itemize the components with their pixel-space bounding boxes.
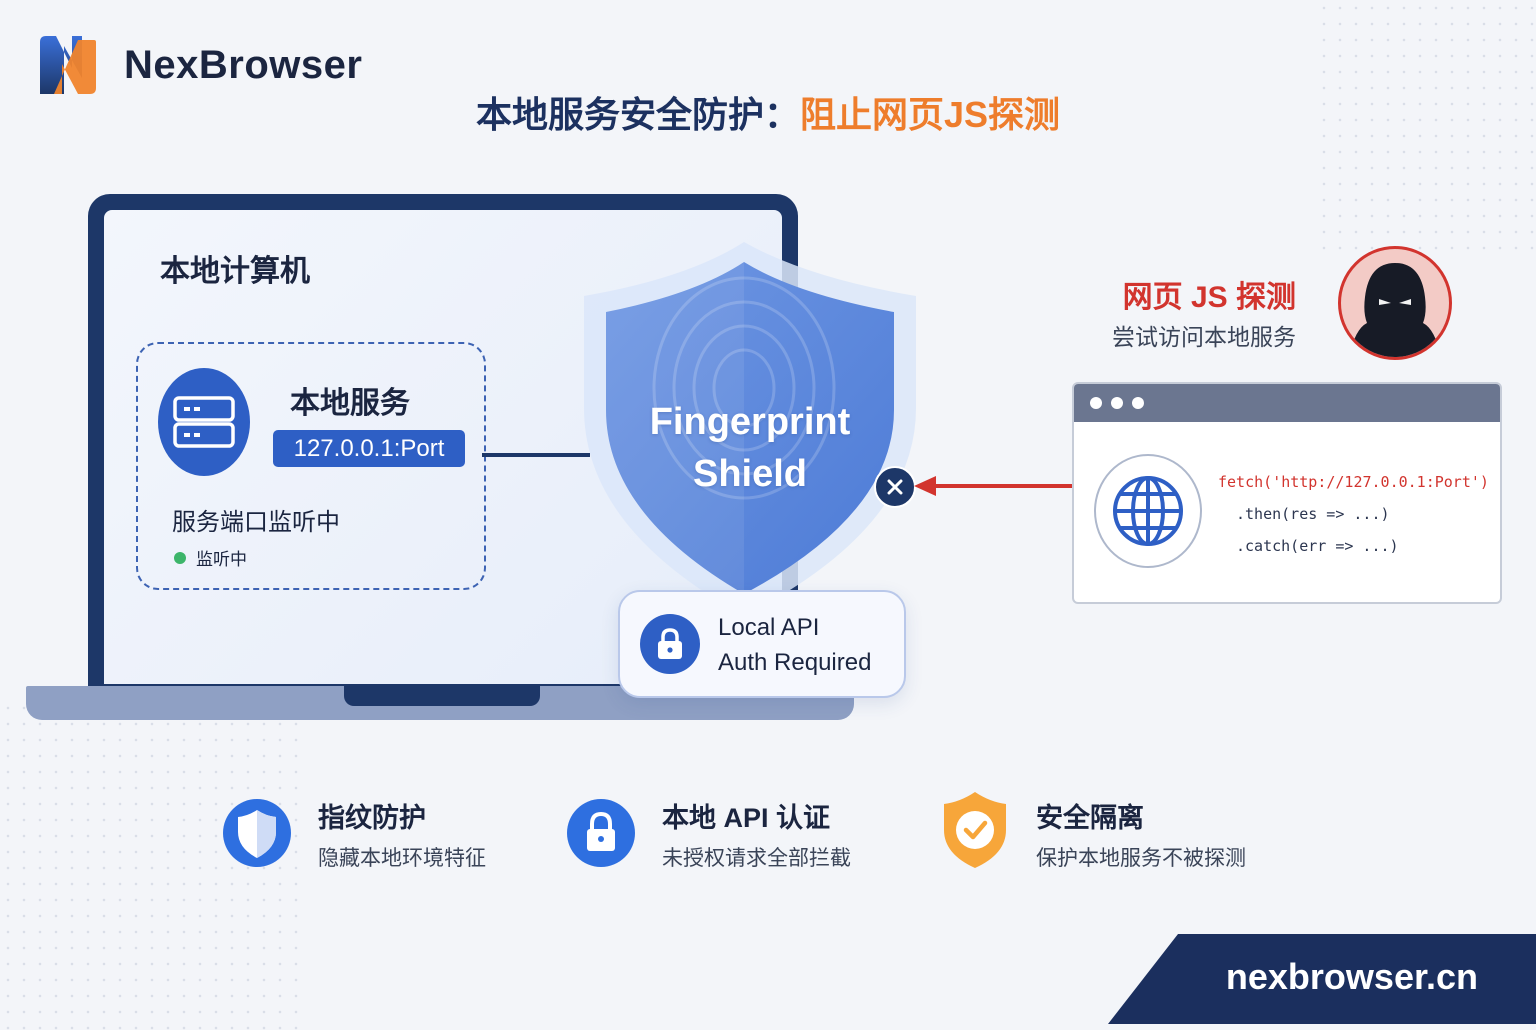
brand: NexBrowser	[38, 34, 362, 96]
shield-icon	[223, 799, 291, 867]
feature-title: 本地 API 认证	[662, 803, 831, 833]
feature-title: 安全隔离	[1036, 803, 1144, 833]
laptop-notch	[344, 686, 540, 706]
shield-label: Fingerprint Shield	[600, 396, 900, 500]
window-dot-icon	[1090, 397, 1102, 409]
feature-title: 指纹防护	[318, 803, 426, 833]
local-service-address: 127.0.0.1:Port	[273, 430, 465, 467]
api-card-line1: Local API	[718, 614, 820, 641]
footer-url[interactable]: nexbrowser.cn	[1225, 956, 1478, 997]
code-line-1: fetch('http://127.0.0.1:Port')	[1218, 466, 1489, 498]
api-card-line2: Auth Required	[718, 649, 872, 676]
listening-status: 监听中	[174, 545, 247, 570]
globe-icon	[1094, 454, 1202, 568]
js-probe-code: fetch('http://127.0.0.1:Port') .then(res…	[1218, 466, 1489, 562]
fingerprint-shield-icon	[584, 242, 916, 616]
check-shield-icon	[944, 792, 1006, 868]
code-fetch: fetch(	[1218, 473, 1273, 491]
server-icon	[158, 368, 250, 476]
dot-pattern-right	[1316, 0, 1536, 260]
status-dot-icon	[174, 551, 186, 564]
local-service-description: 服务端口监听中	[172, 509, 340, 536]
window-dot-icon	[1111, 397, 1123, 409]
attacker-browser-window: fetch('http://127.0.0.1:Port') .then(res…	[1072, 382, 1502, 604]
window-dot-icon	[1132, 397, 1144, 409]
page-title-highlight: 阻止网页JS探测	[799, 94, 1061, 135]
local-computer-label: 本地计算机	[160, 255, 310, 288]
brand-name: NexBrowser	[124, 42, 363, 87]
hacker-avatar-icon	[1338, 246, 1452, 360]
code-paren: )	[1479, 473, 1489, 491]
listening-status-text: 监听中	[196, 550, 247, 569]
local-api-auth-card: Local API Auth Required	[618, 590, 906, 698]
feature-desc: 保护本地服务不被探测	[1036, 847, 1246, 870]
laptop-base	[26, 686, 854, 720]
feature-desc: 未授权请求全部拦截	[662, 847, 851, 870]
code-url: 'http://127.0.0.1:Port'	[1272, 473, 1480, 491]
attack-arrow-line	[934, 484, 1074, 488]
service-shield-connector	[482, 453, 590, 457]
code-line-3: .catch(err => ...)	[1236, 537, 1399, 555]
attacker-subtitle: 尝试访问本地服务	[1112, 324, 1296, 350]
feature-desc: 隐藏本地环境特征	[318, 847, 486, 870]
local-service-box	[136, 342, 486, 590]
blocked-x-icon	[874, 466, 916, 508]
shield-label-line2: Shield	[692, 453, 808, 495]
local-service-title: 本地服务	[290, 387, 410, 420]
footer-banner	[1108, 934, 1536, 1024]
browser-title-bar	[1074, 384, 1500, 422]
nexbrowser-logo-icon	[40, 36, 96, 94]
page-title-main: 本地服务安全防护：	[475, 94, 800, 135]
lock-icon	[640, 614, 700, 674]
lock-icon	[567, 799, 635, 867]
code-line-2: .then(res => ...)	[1236, 505, 1390, 523]
attacker-title: 网页 JS 探测	[1122, 281, 1296, 314]
attack-arrow-head-icon	[914, 476, 936, 496]
shield-label-line1: Fingerprint	[649, 401, 851, 443]
page-title: 本地服务安全防护：阻止网页JS探测	[0, 86, 1536, 138]
